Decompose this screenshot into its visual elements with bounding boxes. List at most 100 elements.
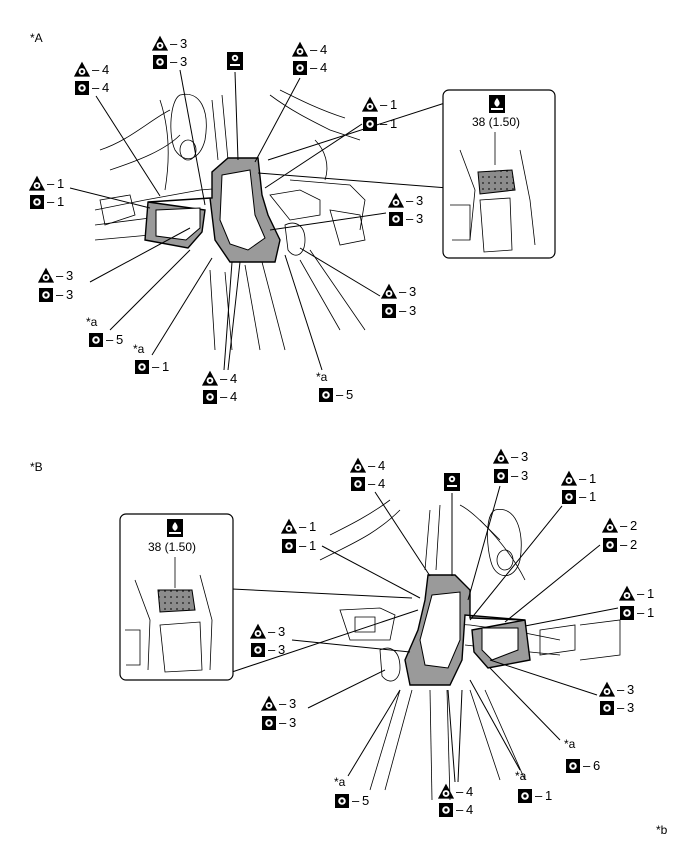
callout-dash: – [399, 303, 407, 318]
callout-value: 3 [278, 624, 285, 639]
triangle-spot-weld-icon [602, 518, 618, 533]
callout-dash: – [583, 758, 591, 773]
callout-dash: – [620, 537, 628, 552]
callout-value: *a [316, 370, 328, 384]
triangle-spot-weld-icon [281, 519, 297, 534]
callout-dash: – [456, 802, 464, 817]
weld-gun-icon [227, 52, 243, 70]
triangle-spot-weld-icon [599, 682, 615, 697]
callout-value: 4 [230, 389, 237, 404]
callout-value: 1 [57, 194, 64, 209]
square-spot-weld-icon [203, 390, 217, 404]
triangle-spot-weld-icon [381, 284, 397, 299]
callout-value: 1 [589, 489, 596, 504]
callout-dash: – [92, 80, 100, 95]
callout-dash: – [456, 784, 464, 799]
callout-value: 2 [630, 537, 637, 552]
callout-value: *a [86, 315, 98, 329]
sealer-icon [167, 519, 183, 537]
callout-value: 1 [309, 519, 316, 534]
square-spot-weld-icon [566, 759, 580, 773]
callout-value: 3 [278, 642, 285, 657]
callout-value: 4 [378, 458, 385, 473]
label-A: *A [30, 31, 43, 45]
callout-value: 3 [289, 715, 296, 730]
callout-dash: – [170, 54, 178, 69]
triangle-spot-weld-icon [250, 624, 266, 639]
callout-value: 3 [521, 449, 528, 464]
callout-value: 4 [320, 42, 327, 57]
callout-dash: – [299, 538, 307, 553]
square-spot-weld-icon [382, 304, 396, 318]
callout-dash: – [47, 176, 55, 191]
label-B: *B [30, 460, 43, 474]
callout-dash: – [368, 476, 376, 491]
callout-dash: – [56, 287, 64, 302]
square-spot-weld-icon [319, 388, 333, 402]
callout-dash: – [220, 389, 228, 404]
triangle-spot-weld-icon [561, 471, 577, 486]
callout-value: 4 [466, 802, 473, 817]
square-spot-weld-icon [518, 789, 532, 803]
callout-value: 1 [589, 471, 596, 486]
callout-dash: – [106, 332, 114, 347]
callout-value: *a [133, 342, 145, 356]
callout-value: 4 [102, 62, 109, 77]
triangle-spot-weld-icon [388, 193, 404, 208]
callout-dash: – [299, 519, 307, 534]
figure-a-inset: 38 (1.50) [257, 89, 556, 259]
callout-value: 4 [102, 80, 109, 95]
figure-a-body-drawing [94, 89, 366, 351]
callout-value: 6 [593, 758, 600, 773]
callout-value: 4 [320, 60, 327, 75]
callout-value: *a [515, 769, 527, 783]
callout-dash: – [336, 387, 344, 402]
square-spot-weld-icon [153, 55, 167, 69]
callout-value: 5 [116, 332, 123, 347]
square-spot-weld-icon [494, 469, 508, 483]
triangle-spot-weld-icon [438, 784, 454, 799]
weld-gun-icon [444, 473, 460, 491]
callout-value: 1 [647, 586, 654, 601]
callout-value: 1 [57, 176, 64, 191]
square-spot-weld-icon [439, 803, 453, 817]
callout-value: 1 [162, 359, 169, 374]
callout-dash: – [279, 715, 287, 730]
triangle-spot-weld-icon [74, 62, 90, 77]
callout-dash: – [380, 97, 388, 112]
square-spot-weld-icon [75, 81, 89, 95]
square-spot-weld-icon [89, 333, 103, 347]
triangle-spot-weld-icon [350, 458, 366, 473]
square-spot-weld-icon [363, 117, 377, 131]
callout-value: 2 [630, 518, 637, 533]
callout-dash: – [352, 793, 360, 808]
triangle-spot-weld-icon [261, 696, 277, 711]
callout-dash: – [637, 586, 645, 601]
callout-value: 3 [409, 284, 416, 299]
triangle-spot-weld-icon [29, 176, 45, 191]
square-spot-weld-icon [562, 490, 576, 504]
callout-dash: – [268, 624, 276, 639]
triangle-spot-weld-icon [152, 36, 168, 51]
callout-value: 1 [390, 97, 397, 112]
callout-value: 3 [66, 268, 73, 283]
callout-dash: – [406, 193, 414, 208]
triangle-spot-weld-icon [493, 449, 509, 464]
callout-dash: – [268, 642, 276, 657]
square-spot-weld-icon [620, 606, 634, 620]
callout-value: 4 [466, 784, 473, 799]
callout-value: 3 [180, 54, 187, 69]
callout-value: 3 [180, 36, 187, 51]
callout-value: 4 [230, 371, 237, 386]
square-spot-weld-icon [39, 288, 53, 302]
callout-value: 3 [416, 193, 423, 208]
callout-dash: – [617, 682, 625, 697]
callout-dash: – [368, 458, 376, 473]
callout-dash: – [637, 605, 645, 620]
callout-value: 3 [627, 682, 634, 697]
callout-dash: – [220, 371, 228, 386]
callout-dash: – [406, 211, 414, 226]
square-spot-weld-icon [262, 716, 276, 730]
callout-value: 1 [390, 116, 397, 131]
